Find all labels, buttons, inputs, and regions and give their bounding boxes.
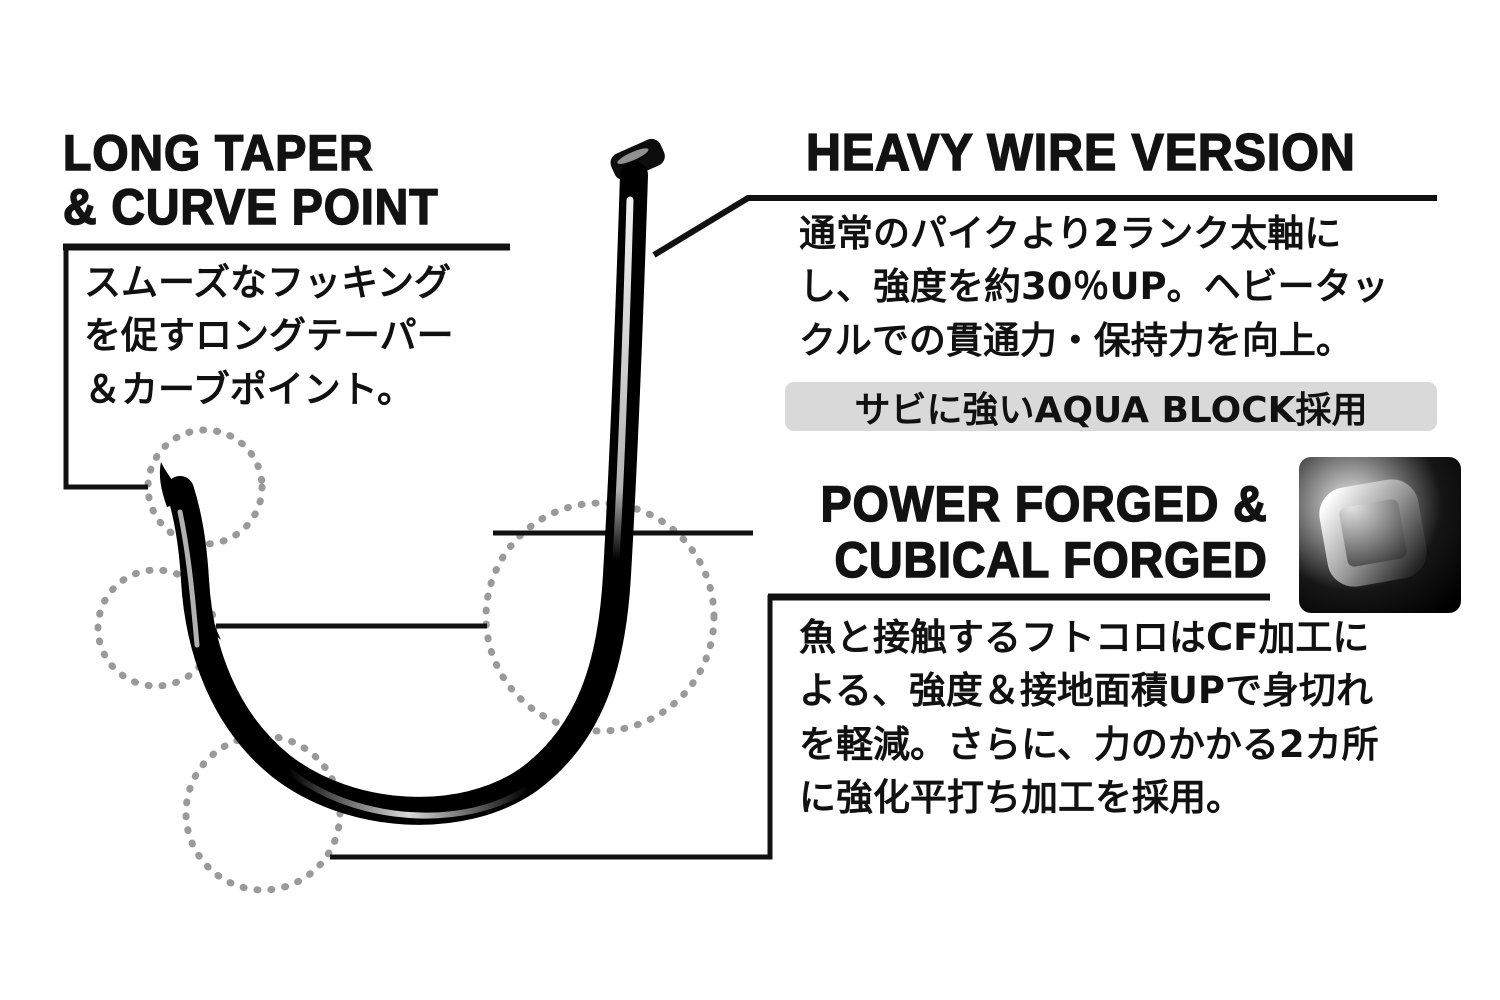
- heading-line: & CURVE POINT: [62, 179, 439, 235]
- long-taper-description: スムーズなフッキング を促すロングテーパー ＆カーブポイント。: [84, 256, 454, 416]
- text-line: ＆カーブポイント。: [84, 367, 415, 411]
- hook-point-tip: [159, 462, 192, 507]
- text-line: し、強度を約30％UP。ヘビータッ: [799, 265, 1389, 309]
- heading-line: CUBICAL FORGED: [834, 531, 1268, 589]
- long-taper-heading: LONG TAPER & CURVE POINT: [62, 125, 439, 235]
- leader-lines: [63, 195, 1437, 860]
- heavy-wire-heading: HEAVY WIRE VERSION: [805, 124, 1356, 182]
- fishing-hook-illustration: [159, 138, 665, 825]
- text-line: クルでの貫通力・保持力を向上。: [799, 318, 1353, 362]
- hook-point-highlight: [177, 509, 200, 648]
- square-wire-cross-section-icon: [1299, 457, 1461, 613]
- heavy-wire-underline-leader: [652, 195, 1437, 258]
- long-taper-leader-line: [63, 250, 148, 490]
- heading-line: LONG TAPER: [62, 125, 374, 181]
- hook-bend-highlight: [285, 767, 531, 819]
- power-forged-description: 魚と接触するフトコロはCF加工に よる、強度＆接地面積UPで身切れ を軽減。さら…: [799, 611, 1379, 824]
- hook-shank-highlight: [612, 196, 634, 564]
- cross-section-icon-art: [1299, 457, 1461, 613]
- text-line: よる、強度＆接地面積UPで身切れ: [799, 669, 1374, 713]
- text-line: スムーズなフッキング: [84, 261, 452, 304]
- text-line: 通常のパイクより2ランク太軸に: [799, 212, 1342, 255]
- text-line: を促すロングテーパー: [84, 314, 454, 358]
- text-line: に強化平打ち加工を採用。: [799, 775, 1243, 819]
- heavy-wire-description: 通常のパイクより2ランク太軸に し、強度を約30％UP。ヘビータッ クルでの貫通…: [799, 207, 1389, 367]
- power-forged-heading: POWER FORGED & CUBICAL FORGED: [820, 475, 1268, 589]
- text-line: を軽減。さらに、力のかかる2カ所: [799, 722, 1379, 766]
- square-wire-shape: [1319, 479, 1427, 587]
- text-line: 魚と接触するフトコロはCF加工に: [799, 616, 1370, 659]
- highlight-circle-shank: [482, 499, 718, 735]
- heading-line: POWER FORGED &: [820, 475, 1268, 533]
- cubical-forged-leader-line: [330, 595, 773, 860]
- hook-barb: [191, 586, 221, 640]
- aqua-block-badge: サビに強いAQUA BLOCK採用: [785, 382, 1437, 431]
